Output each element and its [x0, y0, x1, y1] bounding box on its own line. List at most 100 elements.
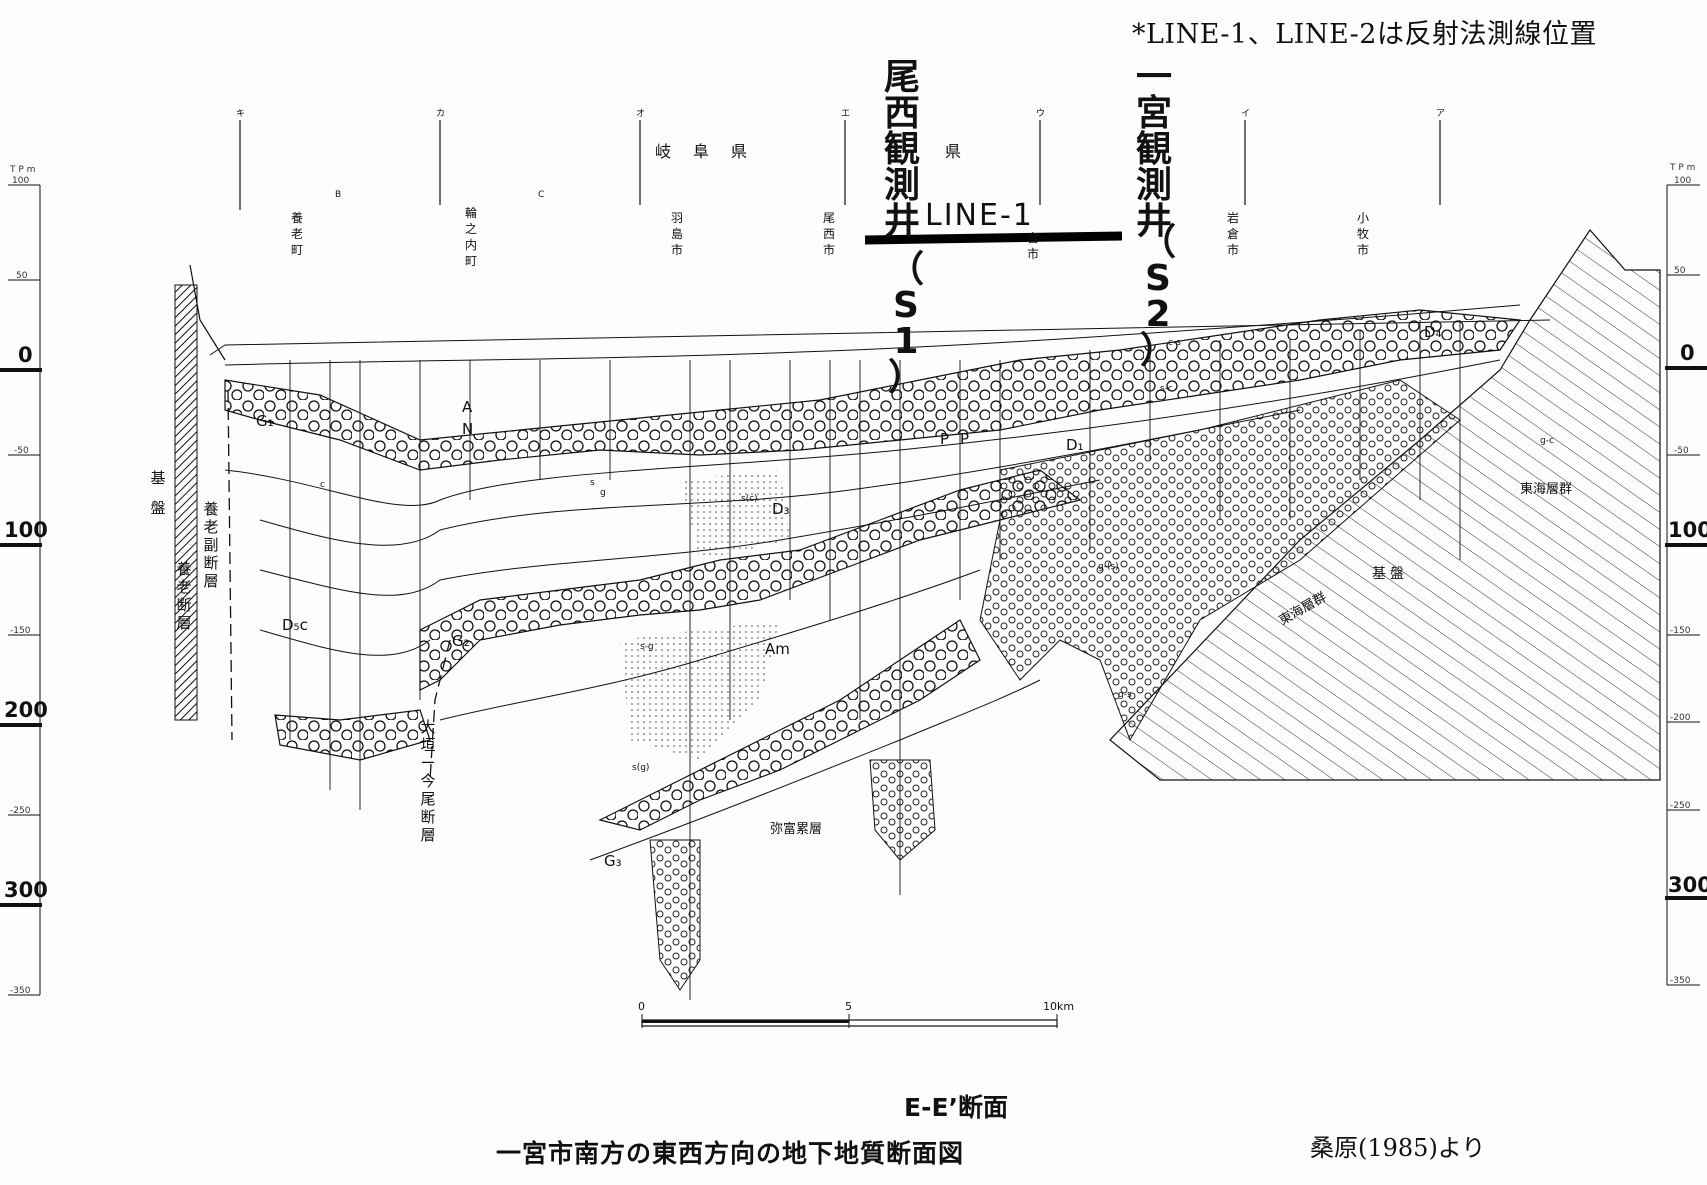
town-char: 市 [1356, 243, 1369, 257]
town-hashima: 羽 島 市 [670, 210, 684, 258]
borehole-lines [289, 320, 1461, 1000]
block-mark: B [335, 190, 342, 200]
s1-code-char: S [893, 285, 919, 326]
town-char: 市 [1026, 247, 1039, 261]
left-axis-tick: 100 [12, 176, 30, 186]
right-axis-tick: -150 [1670, 626, 1691, 636]
basement-left-label: 基 盤 [150, 470, 166, 516]
town-char: 西 [822, 227, 835, 241]
s1-char: 観 [883, 129, 920, 170]
geo-char: 断 [203, 554, 219, 572]
geo-char: 今 [420, 772, 436, 790]
gravel-band-g3 [598, 619, 981, 831]
s2-code-char: 2 [1145, 294, 1171, 335]
section-mark: イ [1241, 109, 1251, 119]
town-char: 市 [670, 243, 683, 257]
lith-label: g [600, 488, 606, 498]
town-yoro: 養 老 町 [290, 210, 304, 258]
town-char: 羽 [670, 211, 683, 225]
town-iwakura: 岩 倉 市 [1226, 210, 1240, 258]
right-axis-tick: 100 [1674, 176, 1692, 186]
town-char: 養 [290, 211, 303, 225]
right-depth-axis [1665, 184, 1707, 986]
yoro-fault-label: 養 老 断 層 [176, 560, 192, 632]
prefecture-gifu: 岐 阜 県 [655, 142, 751, 161]
section-mark: カ [436, 109, 446, 119]
section-mark: オ [636, 109, 646, 119]
geo-char: 大 [420, 718, 436, 736]
lith-label: c-s [1168, 338, 1181, 348]
right-axis-tick: 100 [1668, 518, 1707, 542]
line1-survey-bar [864, 231, 1123, 245]
sand-zone-2 [680, 470, 790, 560]
unit-label: G₃ [604, 852, 622, 870]
scale-tick-label: 0 [638, 1000, 645, 1013]
left-axis-tick: 200 [4, 698, 48, 722]
deep-gravel-column [649, 839, 701, 991]
unit-label: D₃ [772, 500, 790, 518]
left-axis-tick: -250 [10, 806, 31, 816]
town-char: 牧 [1356, 227, 1369, 241]
right-axis-tick: -200 [1670, 713, 1691, 723]
unit-label: D₁ [1066, 436, 1084, 454]
left-depth-axis [0, 184, 42, 996]
town-char: 町 [464, 254, 477, 268]
scale-bar [641, 1014, 1058, 1028]
right-axis-tick: -350 [1670, 976, 1691, 986]
town-char: 小 [1356, 211, 1369, 225]
left-axis-tick: -350 [10, 986, 31, 996]
deep-gravel-wedge [979, 379, 1461, 742]
source-credit: 桑原(1985)より [1310, 1134, 1486, 1162]
unit-label: G₂ [452, 632, 470, 650]
town-komaki: 小 牧 市 [1356, 210, 1370, 258]
town-char: 町 [290, 243, 303, 257]
town-bisai: 尾 西 市 [822, 210, 836, 258]
s2-well-code: （ S 2 ） [1136, 225, 1180, 369]
gravel-lens-west [274, 709, 431, 761]
section-mark: ウ [1036, 109, 1046, 119]
survey-line-note: *LINE-1、LINE-2は反射法測線位置 [1132, 19, 1597, 50]
geo-char: 垣 [420, 736, 436, 754]
lith-label: c [320, 480, 325, 490]
town-char: 老 [290, 227, 303, 241]
town-char: 市 [822, 243, 835, 257]
left-axis-tick: -50 [14, 446, 29, 456]
lith-label: s(g) [632, 763, 650, 773]
ogaki-imao-fault-label: 大 垣 ー 今 尾 断 層 [420, 718, 436, 844]
lith-label: g-c [1540, 436, 1554, 446]
geo-char: 養 [203, 500, 219, 518]
town-char: 岩 [1226, 211, 1239, 225]
right-axis-tick: -250 [1670, 801, 1691, 811]
gravel-band-g1 [224, 309, 1522, 471]
unit-label: N [462, 420, 474, 438]
scale-tick-label: 5 [845, 1000, 852, 1013]
s1-char: 西 [883, 93, 920, 134]
town-char: 尾 [822, 211, 835, 225]
s1-char: 尾 [883, 57, 920, 98]
lith-label: s(c) [741, 494, 758, 504]
section-mark: エ [841, 109, 851, 119]
town-ichinomiya: 宮 市 [1026, 230, 1040, 262]
geo-char: 断 [420, 808, 436, 826]
right-axis-tick: -50 [1674, 446, 1689, 456]
lith-label: s-g [640, 642, 654, 652]
right-axis-tick: 0 [1680, 341, 1695, 365]
right-axis-unit: T P m [1670, 163, 1696, 173]
s1-code-char: 1 [893, 321, 919, 362]
yoro-sub-fault-line [227, 389, 233, 741]
geo-char: 老 [176, 578, 192, 596]
line1-label: LINE-1 [925, 198, 1034, 233]
geo-char: 副 [203, 536, 219, 554]
unit-label: D₄ [1424, 323, 1442, 341]
right-axis-tick: 50 [1674, 266, 1686, 276]
unit-label: Am [765, 640, 790, 658]
s2-char: 観 [1135, 129, 1172, 170]
basement-right-label: 基盤 [1372, 566, 1408, 582]
unit-label: G₁ [256, 412, 274, 430]
geo-char: 養 [176, 560, 192, 578]
s1-well-title: 尾 西 観 測 井 [880, 60, 924, 240]
sand-zone [620, 620, 780, 760]
geo-char: 盤 [150, 499, 166, 517]
section-caption: E-E’断面 [904, 1093, 1009, 1122]
